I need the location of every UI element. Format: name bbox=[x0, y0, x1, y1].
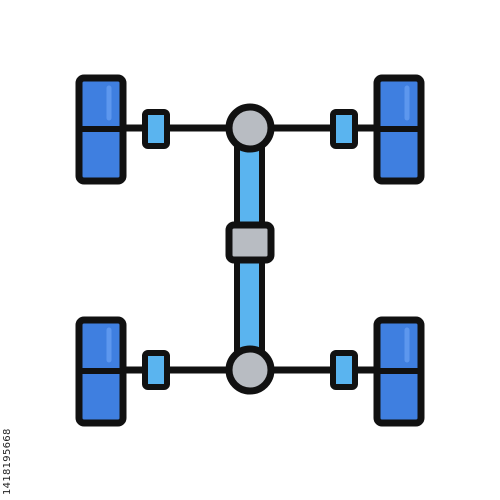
rear-differential bbox=[225, 345, 275, 395]
rear-left-coupler bbox=[142, 350, 170, 390]
front-left-coupler bbox=[142, 109, 170, 149]
rear-right-coupler bbox=[330, 350, 358, 390]
wheel-front-left bbox=[75, 74, 127, 185]
wheel-front-right bbox=[373, 74, 425, 185]
wheel-rear-right bbox=[373, 316, 425, 427]
front-differential bbox=[225, 103, 275, 153]
wheel-rear-left bbox=[75, 316, 127, 427]
front-right-coupler bbox=[330, 109, 358, 149]
transfer-case bbox=[225, 221, 275, 264]
stock-id-label: 1418195668 bbox=[2, 428, 13, 495]
